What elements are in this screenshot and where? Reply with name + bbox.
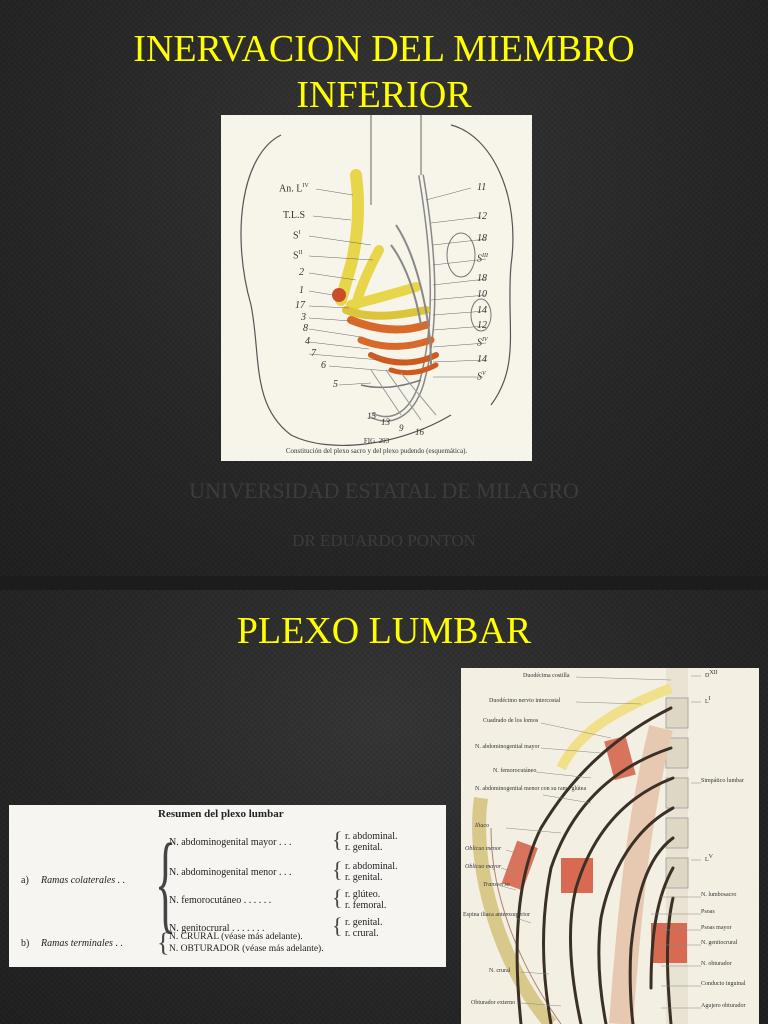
lumbar-plexus-illustration <box>472 668 701 1024</box>
figure-2-right-label: N. genitocrural <box>701 940 738 946</box>
nerve-branch: r. crural. <box>345 928 379 939</box>
figure-1-right-label: 10 <box>477 289 487 300</box>
figure-1-bottom-label: 16 <box>415 427 424 437</box>
figure-1-right-label: SV <box>477 371 486 383</box>
section-b-marker: b) <box>21 938 30 949</box>
figure-1-right-label: 14 <box>477 354 487 365</box>
section-a-label: Ramas colaterales . . <box>41 875 126 886</box>
section-a-marker: a) <box>21 875 29 886</box>
branch-brace: { <box>332 913 343 938</box>
figure-2-left-label: Duodécimo nervio intercostal <box>489 698 561 704</box>
figure-1-bottom-label: 9 <box>399 423 404 433</box>
figure-1-left-label: T.L.S <box>283 210 306 221</box>
figure-1-bottom-label: 13 <box>381 417 390 427</box>
figure-2-right-label: Psoas <box>701 909 715 915</box>
nerve-branch: r. genital. <box>345 872 383 883</box>
nerve-branch: r. genital. <box>345 917 383 928</box>
nerve-name: N. genitocrural . . . . . . . <box>169 923 265 934</box>
figure-2-left-label: N. abdominogenital mayor <box>475 744 540 750</box>
branch-brace: { <box>332 885 343 910</box>
figure-2-left-label: Obturador externo <box>471 1000 516 1006</box>
figure-2-right-label: N. obturador <box>701 961 732 967</box>
nerve-branch: r. abdominal. <box>345 861 398 872</box>
lumbar-plexus-summary-table: Resumen del plexo lumbar a) Ramas colate… <box>9 805 446 967</box>
figure-1-bottom-label: 15 <box>367 411 376 421</box>
figure-1-right-label: 18 <box>477 233 487 244</box>
figure-1-left-label: 8 <box>303 323 308 334</box>
figure-2-left-label: Cuadrado de los lomos <box>483 718 539 724</box>
figure-1-left-label: 1 <box>299 285 304 296</box>
figure-2-left-label: Oblicuo menor <box>465 846 502 852</box>
figure-1-right-label: SIV <box>477 337 488 349</box>
author-name: DR EDUARDO PONTON <box>292 531 476 550</box>
terminal-obturador: N. OBTURADOR (véase más adelante). <box>169 944 324 954</box>
figure-2-right-label: LI <box>705 696 711 705</box>
slide-2-title: PLEXO LUMBAR <box>236 610 532 652</box>
figure-1-right-label: 18 <box>477 273 487 284</box>
figure-1-right-label: 12 <box>477 211 487 222</box>
figure-2-left-label: N. abdominogenital menor con su rama glú… <box>475 786 587 792</box>
branch-brace: { <box>332 857 343 882</box>
title-line-1: INERVACION DEL MIEMBRO <box>133 28 635 70</box>
figure-1-left-label: 5 <box>333 379 338 390</box>
nerve-name: N. abdominogenital menor . . . <box>169 867 292 878</box>
nerve-branch: r. femoral. <box>345 900 387 911</box>
figure-1-left-label: SII <box>293 250 303 262</box>
nerve-name: N. abdominogenital mayor . . . <box>169 837 292 848</box>
figure-1-right-label: 12 <box>477 320 487 331</box>
university-name: UNIVERSIDAD ESTATAL DE MILAGRO <box>189 478 579 503</box>
figure-1-left-label: An. LIV <box>279 183 309 195</box>
figure-1-caption-text: Constitución del plexo sacro y del plexo… <box>285 447 468 455</box>
figure-2-left-label: N. crural <box>489 968 511 974</box>
nerve-branch: r. genital. <box>345 842 383 853</box>
slide-1-title: INERVACION DEL MIEMBRO INFERIOR <box>0 26 768 118</box>
figure-1-left-label: 6 <box>321 360 326 371</box>
brace-collateral: { <box>155 821 177 943</box>
figure-1-caption-number: FIG. 293 <box>363 437 390 445</box>
nerve-branch: r. glúteo. <box>345 889 381 900</box>
nerve-branch: r. abdominal. <box>345 831 398 842</box>
figure-1-right-label: 11 <box>477 182 487 193</box>
slide-1: INERVACION DEL MIEMBRO INFERIOR <box>0 0 768 576</box>
table-title: Resumen del plexo lumbar <box>158 808 284 820</box>
terminal-crural: N. CRURAL (véase más adelante). <box>169 932 303 942</box>
figure-1-left-label: 7 <box>311 348 316 359</box>
figure-1-right-label: SIII <box>477 253 488 265</box>
figure-2-right-label: Agujero obturador <box>701 1003 746 1009</box>
figure-1-right-label: 14 <box>477 305 487 316</box>
figure-2-left-label: Espina iliaca anterosuperior <box>463 912 530 918</box>
figure-2-left-label: Oblicuo mayor <box>465 864 502 870</box>
figure-1-left-label: 2 <box>299 267 304 278</box>
figure-2-left-label: N. femorocutáneo <box>493 768 537 774</box>
figure-1-left-label: 17 <box>295 300 305 311</box>
figure-2-right-label: DXII <box>705 670 718 679</box>
figure-1-left-label: 4 <box>305 336 310 347</box>
figure-2-right-label: LV <box>705 854 714 863</box>
figure-2-right-label: Psoas mayor <box>701 925 732 931</box>
section-b-label: Ramas terminales . . <box>41 938 123 949</box>
figure-1-left-label: SI <box>293 230 301 242</box>
figure-1-left-label: 3 <box>301 312 306 323</box>
figure-2-right-label: Conducto inguinal <box>701 981 746 987</box>
slide-2: PLEXO LUMBAR Resumen del plexo lumbar a)… <box>0 590 768 1024</box>
nerve-name: N. femorocutáneo . . . . . . <box>169 895 272 906</box>
figure-2-left-label: Duodécima costilla <box>523 673 570 679</box>
figure-2-right-label: Simpático lumbar <box>701 778 744 784</box>
brace-terminal: { <box>157 928 170 957</box>
title-line-2: INFERIOR <box>296 74 472 116</box>
branch-brace: { <box>332 827 343 852</box>
figure-2-left-label: Transverso <box>483 882 510 888</box>
figure-2-right-label: N. lumbosacro <box>701 892 737 898</box>
figure-2-left-label: Iliaco <box>475 823 489 829</box>
sacral-plexus-illustration <box>240 115 514 447</box>
